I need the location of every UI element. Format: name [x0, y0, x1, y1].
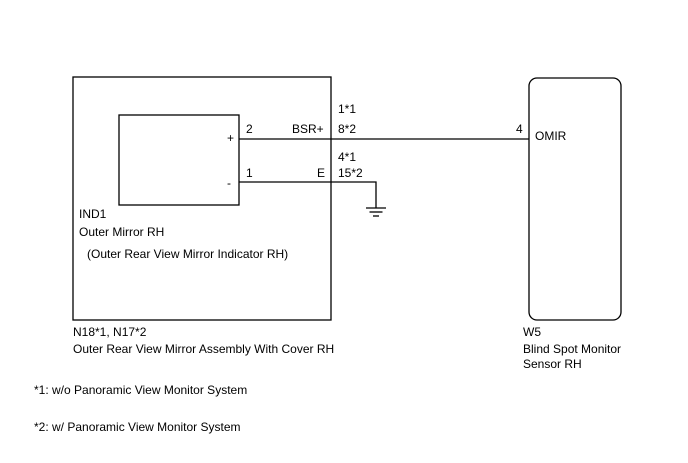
sensor-name-line1: Blind Spot Monitor	[523, 342, 621, 356]
sensor-pin-number: 4	[516, 122, 523, 136]
sensor-name-line2: Sensor RH	[523, 357, 582, 371]
assembly-connector-codes: N18*1, N17*2	[73, 325, 147, 339]
indicator-name: Outer Mirror RH	[79, 225, 164, 239]
sensor-code: W5	[523, 325, 541, 339]
indicator-minus-symbol: -	[227, 176, 231, 190]
pin-bottom-inner: 1	[246, 166, 253, 180]
pin-top-inner: 2	[246, 122, 253, 136]
sensor-box	[528, 77, 622, 321]
note-2: *2: w/ Panoramic View Monitor System	[34, 420, 241, 434]
pin-top-label: BSR+	[292, 122, 324, 136]
pin-top-outer-1: 1*1	[338, 102, 356, 116]
assembly-name: Outer Rear View Mirror Assembly With Cov…	[73, 342, 334, 356]
mirror-assembly-box	[72, 76, 332, 321]
sensor-pin-label: OMIR	[535, 129, 567, 143]
indicator-code: IND1	[79, 207, 107, 221]
pin-top-outer-2: 8*2	[338, 122, 356, 136]
indicator-box	[118, 114, 240, 206]
note-1: *1: w/o Panoramic View Monitor System	[34, 383, 247, 397]
pin-bottom-outer-2: 15*2	[338, 166, 363, 180]
pin-bottom-outer-1: 4*1	[338, 150, 356, 164]
indicator-plus-symbol: +	[227, 131, 234, 145]
indicator-description: (Outer Rear View Mirror Indicator RH)	[87, 247, 288, 261]
ground-wire	[239, 181, 377, 208]
pin-bottom-label: E	[317, 166, 325, 180]
ground-icon	[366, 207, 386, 217]
